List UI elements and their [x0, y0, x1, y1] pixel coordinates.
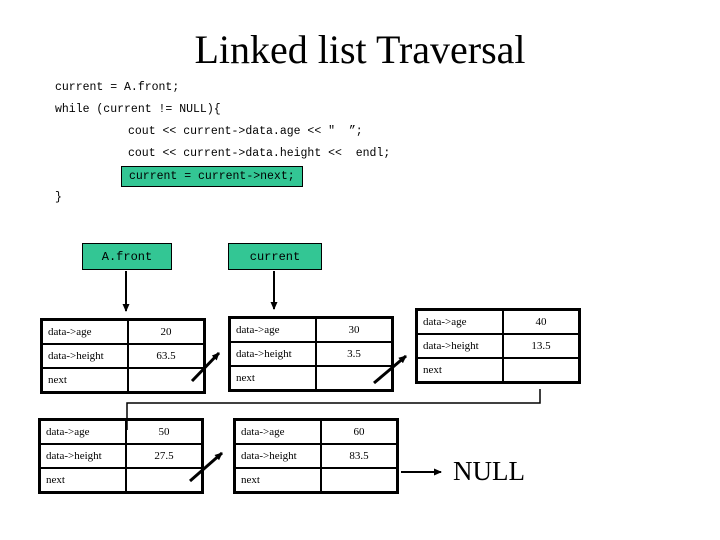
node-field-label: next: [418, 359, 504, 381]
node-row: data->age 40: [418, 311, 578, 335]
node-row: data->age 50: [41, 421, 201, 445]
code-line-cout-age: cout << current->data.age << " ”;: [128, 125, 363, 138]
node-row: data->height 83.5: [236, 445, 396, 469]
node-row: data->height 27.5: [41, 445, 201, 469]
node-row: data->age 60: [236, 421, 396, 445]
node-table-2: data->age 30 data->height 3.5 next: [228, 316, 394, 392]
node-field-label: data->age: [231, 319, 317, 341]
node-field-label: data->age: [418, 311, 504, 333]
node-field-label: data->height: [231, 343, 317, 365]
node-field-value: 63.5: [156, 350, 176, 362]
node-field-label: data->age: [236, 421, 322, 443]
node-field-label: data->height: [418, 335, 504, 357]
node-field-label: next: [41, 469, 127, 491]
node-row: next: [418, 359, 578, 381]
node-table-4: data->age 50 data->height 27.5 next: [38, 418, 204, 494]
node-field-value: 50: [158, 426, 170, 438]
node-field-value: 13.5: [531, 340, 551, 352]
pointer-label-current: current: [228, 243, 322, 270]
node-field-value: 3.5: [347, 348, 361, 360]
node-table-3: data->age 40 data->height 13.5 next: [415, 308, 581, 384]
node-row: next: [43, 369, 203, 391]
node-field-label: data->height: [41, 445, 127, 467]
code-line-cout-height: cout << current->data.height << endl;: [128, 147, 391, 160]
node-field-label: data->height: [43, 345, 129, 367]
node-row: data->height 13.5: [418, 335, 578, 359]
node-field-label: data->age: [41, 421, 127, 443]
null-terminator-label: NULL: [453, 456, 525, 486]
node-field-label: data->age: [43, 321, 129, 343]
node-row: data->height 63.5: [43, 345, 203, 369]
code-line-while: while (current != NULL){: [55, 103, 221, 116]
node-field-value: 30: [348, 324, 360, 336]
code-line-closing-brace: }: [55, 191, 62, 204]
highlighted-code-line: current = current->next;: [121, 166, 303, 187]
node-field-label: next: [231, 367, 317, 389]
node-table-1: data->age 20 data->height 63.5 next: [40, 318, 206, 394]
node-field-label: next: [236, 469, 322, 491]
node-field-value: 60: [353, 426, 365, 438]
pointer-label-afront: A.front: [82, 243, 172, 270]
node-table-5: data->age 60 data->height 83.5 next: [233, 418, 399, 494]
slide-title: Linked list Traversal: [194, 27, 526, 72]
node-field-value: 27.5: [154, 450, 174, 462]
node-row: data->height 3.5: [231, 343, 391, 367]
node-row: next: [236, 469, 396, 491]
node-field-label: next: [43, 369, 129, 391]
node-row: next: [41, 469, 201, 491]
node-row: next: [231, 367, 391, 389]
node-row: data->age 30: [231, 319, 391, 343]
code-line-assign-front: current = A.front;: [55, 81, 180, 94]
node-field-value: 20: [160, 326, 172, 338]
node-field-label: data->height: [236, 445, 322, 467]
node-field-value: 83.5: [349, 450, 369, 462]
node-row: data->age 20: [43, 321, 203, 345]
node-field-value: 40: [535, 316, 547, 328]
